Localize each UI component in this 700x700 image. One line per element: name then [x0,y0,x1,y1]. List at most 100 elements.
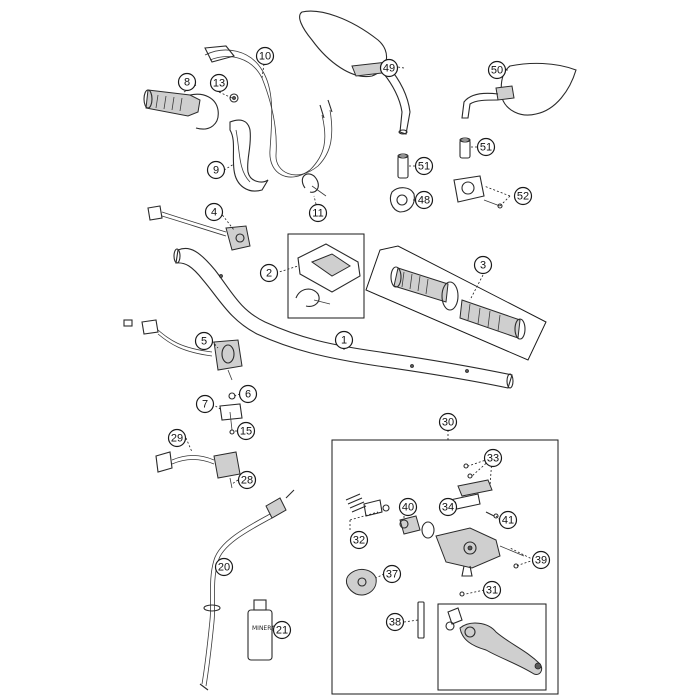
cable-tie-11 [301,173,327,197]
callout-circle [167,428,187,448]
mineral-oil-bottle-21: MINERAL OIL [247,599,291,661]
callout-c51a: 51 [414,156,434,176]
callout-circle [473,255,493,275]
callout-label: 32 [353,535,365,547]
grips-3 [365,245,547,361]
callout-label: 20 [218,562,230,574]
callout-label: 51 [480,142,492,154]
callout-c15: 15 [236,421,256,441]
callout-c48: 48 [414,190,434,210]
switch-5 [123,319,243,381]
callout-circle [382,564,402,584]
callout-label: 38 [389,617,401,629]
mirror-adapter-51-right [459,137,471,159]
callout-label: 48 [418,195,430,207]
callout-c29: 29 [167,428,187,448]
callout-circle [476,137,496,157]
throttle-cable-housing [229,93,269,192]
callout-c13: 13 [209,73,229,93]
callout-c5: 5 [194,331,214,351]
callout-circle [385,612,405,632]
mirror-adapter-51-left [397,153,409,179]
callout-label: 40 [402,502,414,514]
mirror-clamp-52 [453,175,503,209]
callout-c21: 21 [272,620,292,640]
callout-c30: 30 [438,412,458,432]
callout-label: 3 [480,260,486,272]
callout-circle [487,60,507,80]
callout-circle [498,510,518,530]
callout-c39: 39 [531,550,551,570]
callout-label: 8 [184,77,190,89]
callout-markers: 1234567891011131520212829303132333437383… [167,46,551,640]
callout-label: 30 [442,417,454,429]
callout-label: 13 [213,78,225,90]
callout-c3: 3 [473,255,493,275]
callout-circle [209,73,229,93]
bottle-label: MINERAL OIL [252,625,291,632]
callout-label: 37 [386,569,398,581]
callout-label: 10 [259,51,271,63]
callout-circle [206,160,226,180]
callout-label: 29 [171,433,183,445]
callout-circle [438,497,458,517]
callout-circle [308,203,328,223]
callout-label: 49 [383,63,395,75]
callout-label: 51 [418,161,430,173]
callout-c6: 6 [238,384,258,404]
callout-circle [214,557,234,577]
callout-c33: 33 [483,448,503,468]
callout-circle [272,620,292,640]
callout-c4: 4 [204,202,224,222]
throttle-grip [143,89,219,130]
callout-c20: 20 [214,557,234,577]
callout-c8: 8 [177,72,197,92]
callout-c7: 7 [195,394,215,414]
callout-circle [414,190,434,210]
mirror-left [299,10,411,135]
callout-circle [414,156,434,176]
callout-circle [259,263,279,283]
callout-circle [237,470,257,490]
throttle-cables [204,45,333,178]
callout-c37: 37 [382,564,402,584]
handlebar [173,247,514,389]
callout-label: 33 [487,453,499,465]
callout-label: 2 [266,268,272,280]
callout-circle [238,384,258,404]
callout-c40: 40 [398,497,418,517]
callout-c38: 38 [385,612,405,632]
callout-circle [483,448,503,468]
callout-label: 7 [202,399,208,411]
callout-circle [513,186,533,206]
callout-label: 9 [213,165,219,177]
callout-circle [379,58,399,78]
callout-circle [177,72,197,92]
callout-circle [236,421,256,441]
callout-c51b: 51 [476,137,496,157]
switch-4 [147,205,251,251]
callout-label: 21 [276,625,288,637]
callout-c49: 49 [379,58,399,78]
switch-29 [155,451,241,489]
callout-circle [349,530,369,550]
callout-c32: 32 [349,530,369,550]
callout-c31: 31 [482,580,502,600]
callout-label: 41 [502,515,514,527]
callout-circle [531,550,551,570]
callout-label: 34 [442,502,454,514]
callout-label: 50 [491,65,503,77]
callout-c41: 41 [498,510,518,530]
callout-circle [255,46,275,66]
clutch-master-cylinder-group [331,430,559,695]
callout-label: 1 [341,335,347,347]
callout-circle [438,412,458,432]
callout-circle [398,497,418,517]
callout-label: 31 [486,585,498,597]
callout-c2: 2 [259,263,279,283]
callout-label: 6 [245,389,251,401]
callout-circle [334,330,354,350]
callout-c9: 9 [206,160,226,180]
callout-label: 5 [201,336,207,348]
